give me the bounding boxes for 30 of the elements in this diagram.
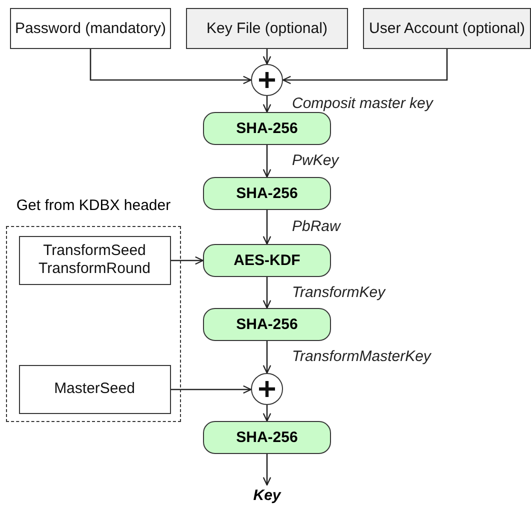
process-box: AES-KDF — [203, 244, 331, 277]
arrow — [262, 454, 272, 486]
arrow — [262, 405, 272, 422]
edge-label: TransformMasterKey — [292, 348, 431, 365]
input-box: MasterSeed — [18, 364, 170, 414]
output-label: Key — [237, 485, 297, 505]
arrow — [262, 210, 272, 245]
arrow — [262, 49, 272, 65]
input-box: TransformSeed TransformRound — [18, 236, 170, 284]
arrow — [282, 49, 448, 84]
process-box: SHA-256 — [203, 177, 331, 210]
combine-circle — [251, 373, 283, 405]
arrow — [171, 256, 204, 265]
arrow — [262, 341, 272, 374]
combine-circle — [251, 64, 283, 96]
edge-label: TransformKey — [292, 284, 386, 300]
process-box: SHA-256 — [203, 112, 331, 145]
process-box: SHA-256 — [203, 308, 331, 341]
input-box: Password (mandatory) — [10, 8, 171, 49]
process-box: SHA-256 — [203, 421, 331, 454]
group-heading: Get from KDBX header — [15, 197, 172, 214]
input-box: Key File (optional) — [186, 8, 348, 49]
arrow — [171, 385, 252, 394]
arrow — [90, 49, 252, 84]
arrow — [262, 96, 272, 113]
arrow — [262, 145, 272, 178]
arrow — [262, 277, 272, 309]
edge-label: PwKey — [292, 152, 339, 169]
edge-label: Composit master key — [292, 95, 433, 112]
input-box: User Account (optional) — [363, 8, 531, 49]
